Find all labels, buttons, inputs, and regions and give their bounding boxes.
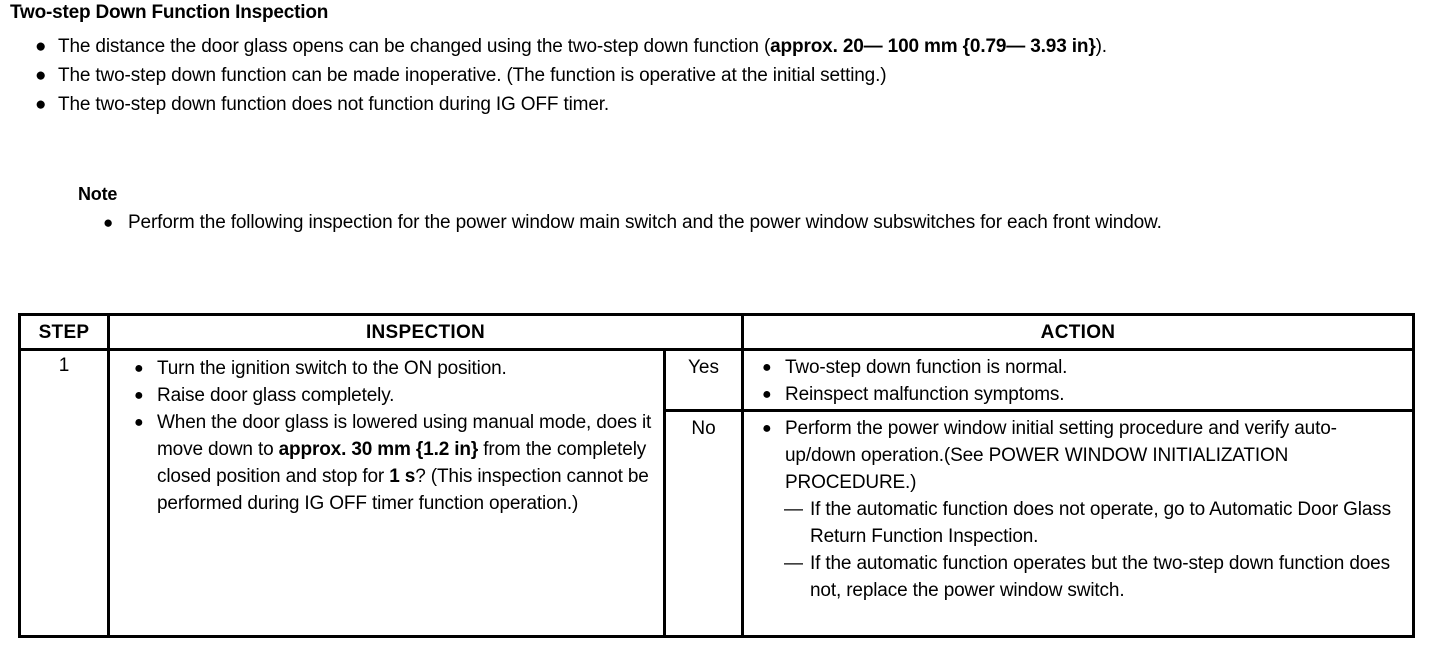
- action-item-text: Two-step down function is normal.: [785, 357, 1068, 378]
- action-yes: ● Two-step down function is normal. ● Re…: [744, 351, 1412, 412]
- em-dash-icon: —: [784, 499, 803, 520]
- list-item: ● Raise door glass completely.: [130, 382, 653, 409]
- sub-item-text: If the automatic function does not opera…: [810, 499, 1391, 547]
- bullet-icon: ●: [762, 359, 772, 376]
- list-item: ● Perform the following inspection for t…: [100, 208, 1438, 237]
- inspection-item-text-part: When the door glass is lowered using man…: [157, 412, 652, 460]
- action-item-text: Reinspect malfunction symptoms.: [785, 384, 1065, 405]
- inspection-item-text-part: from the completely closed position and …: [157, 439, 647, 487]
- column-header-inspection: INSPECTION: [110, 316, 744, 351]
- list-item: ● Perform the power window initial setti…: [758, 415, 1404, 496]
- list-item: ● Two-step down function is normal.: [758, 354, 1404, 381]
- list-item-text-part-bold: approx. 20— 100 mm {0.79— 3.93 in}: [770, 36, 1096, 57]
- list-item: ● The distance the door glass opens can …: [30, 32, 1442, 61]
- table-header-row: STEP INSPECTION ACTION: [21, 316, 1412, 351]
- note-item-text: Perform the following inspection for the…: [128, 212, 1162, 233]
- cell-action-column: ● Two-step down function is normal. ● Re…: [744, 351, 1412, 638]
- table-row: 1 ● Turn the ignition switch to the ON p…: [21, 351, 1412, 638]
- action-item-text: Perform the power window initial setting…: [785, 418, 1337, 493]
- bullet-icon: ●: [35, 36, 47, 57]
- action-no: ● Perform the power window initial setti…: [744, 412, 1412, 638]
- column-header-step: STEP: [21, 316, 110, 351]
- bullet-icon: ●: [103, 213, 114, 232]
- note-heading: Note: [78, 184, 118, 204]
- intro-bullet-list: ● The distance the door glass opens can …: [30, 32, 1442, 119]
- list-item: ● Reinspect malfunction symptoms.: [758, 381, 1404, 408]
- sub-item-text: If the automatic function operates but t…: [810, 553, 1390, 601]
- note-bullet-list: ● Perform the following inspection for t…: [78, 208, 1438, 237]
- answer-no: No: [691, 418, 716, 439]
- bullet-icon: ●: [35, 65, 47, 86]
- bullet-icon: ●: [134, 360, 144, 377]
- inspection-item-text-part-bold: 1 s: [389, 466, 416, 487]
- em-dash-icon: —: [784, 553, 803, 574]
- note-block: Note ● Perform the following inspection …: [78, 182, 1438, 237]
- cell-answer-column: Yes No: [666, 351, 744, 638]
- list-item: ● When the door glass is lowered using m…: [130, 409, 653, 517]
- list-item-text-part: ).: [1095, 36, 1107, 57]
- bullet-icon: ●: [762, 420, 772, 437]
- cell-inspection: ● Turn the ignition switch to the ON pos…: [110, 351, 666, 638]
- column-header-action: ACTION: [1040, 322, 1116, 343]
- inspection-item-text-part-bold: approx. 30 mm {1.2 in}: [278, 439, 479, 460]
- sub-list-item: — If the automatic function operates but…: [758, 550, 1404, 604]
- list-item-text-part: The distance the door glass opens can be…: [58, 36, 771, 57]
- list-item: ● Turn the ignition switch to the ON pos…: [130, 355, 653, 382]
- list-item: ● The two-step down function does not fu…: [30, 90, 1442, 119]
- bullet-icon: ●: [134, 387, 144, 404]
- sub-list-item: — If the automatic function does not ope…: [758, 496, 1404, 550]
- bullet-icon: ●: [762, 386, 772, 403]
- inspection-item-text-part: ? (This inspection cannot be performed d…: [157, 466, 649, 514]
- list-item-text: The two-step down function does not func…: [58, 94, 610, 115]
- answer-yes: Yes: [666, 351, 741, 412]
- bullet-icon: ●: [134, 414, 144, 431]
- inspection-table: STEP INSPECTION ACTION 1 ● Turn the igni…: [18, 313, 1415, 638]
- inspection-item-text: Turn the ignition switch to the ON posit…: [157, 358, 507, 379]
- inspection-item-text: Raise door glass completely.: [157, 385, 395, 406]
- cell-step-number: 1: [21, 351, 110, 638]
- bullet-icon: ●: [35, 94, 47, 115]
- page-title: Two-step Down Function Inspection: [10, 2, 329, 23]
- list-item-text: The two-step down function can be made i…: [58, 65, 887, 86]
- list-item: ● The two-step down function can be made…: [30, 61, 1442, 90]
